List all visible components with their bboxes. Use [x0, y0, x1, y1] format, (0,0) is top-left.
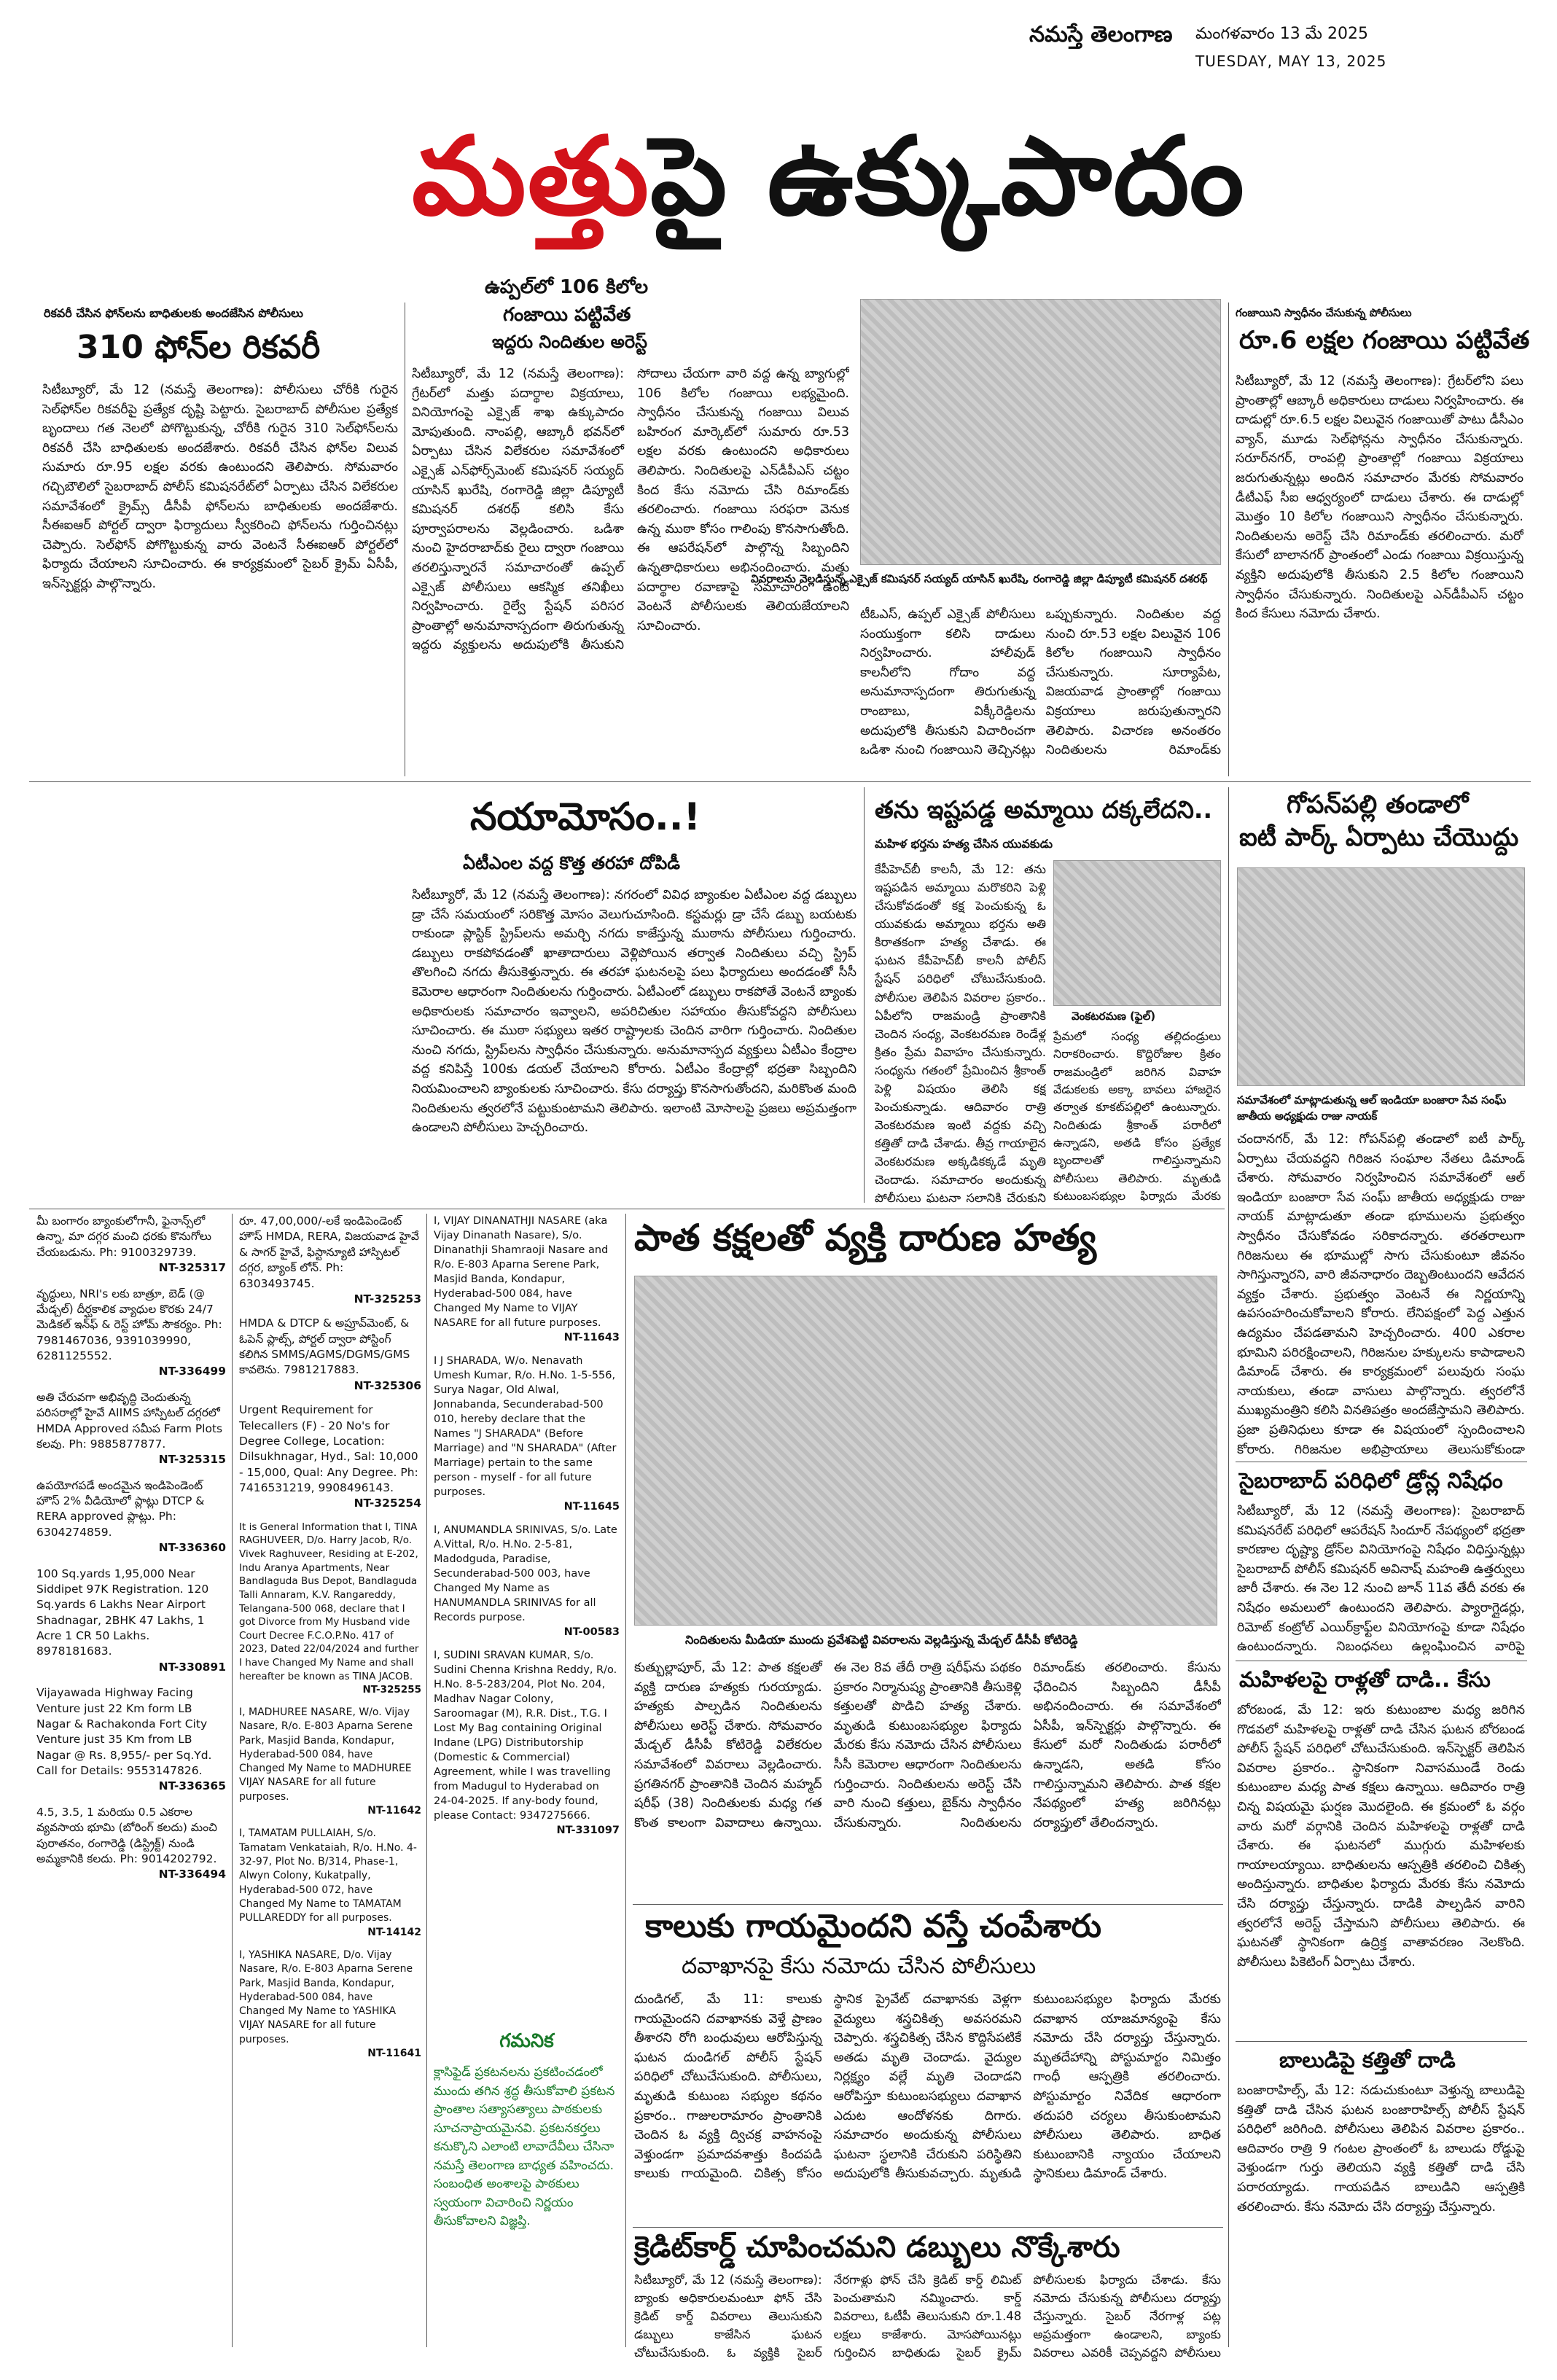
left-story-kicker: రికవరీ చేసిన ఫోన్‌లను బాధితులకు అందజేసిన… — [44, 306, 303, 320]
classified-item: I, SUDINI SRAVAN KUMAR, S/o. Sudini Chen… — [434, 1650, 620, 1836]
classifieds-mid: రూ. 47,00,000/-లకే ఇండిపెండెంట్ హౌస్ HMD… — [239, 1214, 421, 2347]
main-photo-caption: వివరాలను వెల్లడిస్తున్న ఎక్సైజ్ కమిషనర్ … — [751, 572, 1208, 585]
notice-box: గమనిక క్లాసిఫైడ్ ప్రకటనలను ప్రకటించడంలో … — [434, 2030, 620, 2344]
drone-body: సిటీబ్యూరో, మే 12 (నమస్తే తెలంగాణ): సైబర… — [1237, 1504, 1525, 1655]
classified-item: I, YASHIKA NASARE, D/o. Vijay Nasare, R/… — [239, 1948, 421, 2060]
main-story-body: సిటీబ్యూరో, మే 12 (నమస్తే తెలంగాణ): గ్రే… — [412, 367, 849, 653]
right-story-kicker: గంజాయిని స్వాధీనం చేసుకున్న పోలీసులు — [1236, 306, 1412, 319]
nayamosam-deck: ఏటీఎంల వద్ద కొత్త తరహా దోపిడీ — [463, 853, 681, 873]
hatya-body: కుత్బుల్లాపూర్, మే 12: పాత కక్షలతో వ్యక్… — [634, 1661, 1221, 1830]
classified-item: 100 Sq.yards 1,95,000 Near Siddipet 97K … — [36, 1566, 226, 1674]
newspaper-name: నమస్తే తెలంగాణ — [1029, 22, 1173, 47]
classified-item: I, TAMATAM PULLAIAH, S/o. Tamatam Venkat… — [239, 1827, 421, 1938]
kaluku-body: దుండిగల్, మే 11: కాలుకు గాయమైందని దవాఖాన… — [634, 1992, 1221, 2182]
ammayi-body-2: ప్రేమలో సంధ్య తల్లిదండ్రులు నిరాకరించారు… — [1053, 1029, 1221, 1203]
ammayi-headline: తను ఇష్టపడ్డ అమ్మాయి దక్కలేదని.. — [875, 795, 1212, 824]
ammayi-body: కేపీహెచ్‌బీ కాలనీ, మే 12: తను ఇష్టపడిన అ… — [875, 862, 1046, 1203]
hatya-photo-caption: నిందితులను మీడియా ముందు ప్రవేశపెట్టి వివ… — [685, 1633, 1078, 1647]
classified-item: అతి చేరువగా అభివృద్ధి చెందుతున్న పరిసరాల… — [36, 1390, 226, 1467]
baludu-headline: బాలుడిపై కత్తితో దాడి — [1279, 2048, 1456, 2072]
classified-item: I, VIJAY DINANATHJI NASARE (aka Vijay Di… — [434, 1215, 620, 1343]
hatya-photo — [634, 1276, 1217, 1626]
classified-item: Urgent Requirement for Telecallers (F) -… — [239, 1403, 421, 1510]
classified-item: I J SHARADA, W/o. Nenavath Umesh Kumar, … — [434, 1355, 620, 1513]
gopanpally-photo — [1237, 867, 1525, 1086]
main-story-photo — [860, 299, 1221, 565]
ammayi-photo — [1053, 860, 1221, 1006]
banner-part-black: పై ఉక్కుపాదం — [649, 114, 1246, 239]
notice-body: క్లాసిఫైడ్ ప్రకటనలను ప్రకటించడంలో ముందు … — [434, 2065, 615, 2228]
classified-item: I, ANUMANDLA SRINIVAS, S/o. Late A.Vitta… — [434, 1524, 620, 1638]
classified-item: Vijayawada Highway Facing Venture just 2… — [36, 1686, 226, 1793]
banner-headline: మత్తుపై ఉక్కుపాదం — [412, 122, 1246, 230]
main-deck-3: ఇద్దరు నిందితుల అరెస్ట్ — [492, 332, 647, 352]
main-story-body-2: టీఓఎస్, ఉప్పల్ ఎక్సైజ్ పోలీసులు సంయుక్తం… — [860, 607, 1221, 758]
main-deck-2: గంజాయి పట్టివేత — [503, 304, 631, 326]
hatya-headline: పాత కక్షలతో వ్యక్తి దారుణ హత్య — [634, 1217, 1096, 1259]
classifieds-left: మీ బంగారం బ్యాంకులోగానీ, ఫైనాన్స్‌లో ఉన్… — [36, 1214, 226, 2347]
ammayi-photo-caption: వెంకటరమణ (ఫైల్) — [1072, 1010, 1156, 1023]
gopanpally-headline-2: ఐటీ పార్క్ ఏర్పాటు చేయొద్దు — [1239, 823, 1519, 852]
credit-body: సిటీబ్యూరో, మే 12 (నమస్తే తెలంగాణ): బ్యా… — [634, 2273, 1221, 2360]
classified-item: 4.5, 3.5, 1 మరియు 0.5 ఎకరాల వ్యవసాయ భూమి… — [36, 1805, 226, 1881]
date-telugu: మంగళవారం 13 మే 2025 — [1195, 25, 1368, 43]
classified-item: మీ బంగారం బ్యాంకులోగానీ, ఫైనాన్స్‌లో ఉన్… — [36, 1214, 226, 1275]
main-deck-1: ఉప్పల్‌లో 106 కిలోల — [485, 276, 649, 298]
classified-item: I, MADHUREE NASARE, W/o. Vijay Nasare, R… — [239, 1706, 421, 1817]
classifieds-right: I, VIJAY DINANATHJI NASARE (aka Vijay Di… — [434, 1214, 620, 2019]
classified-item: ఉపయోగపడే అందమైన ఇండిపెండెంట్ హౌస్ 2% వీడ… — [36, 1478, 226, 1555]
nayamosam-headline: నయామోసం..! — [470, 795, 701, 839]
gopanpally-headline-1: గోపన్‌పల్లి తండాలో — [1287, 790, 1469, 819]
left-story-headline: 310 ఫోన్‌ల రికవరీ — [77, 329, 321, 366]
mahilalu-headline: మహిళలపై రాళ్లతో దాడి.. కేసు — [1239, 1667, 1491, 1692]
ammayi-kicker: మహిళ భర్తను హత్య చేసిన యువకుడు — [875, 837, 1053, 851]
baludu-body: బంజారాహిల్స్, మే 12: నడుచుకుంటూ వెళ్తున్… — [1237, 2083, 1525, 2215]
classified-item: HMDA & DTCP & అప్రూవ్‌మెంట్, & ఓపెన్ ప్ల… — [239, 1316, 421, 1392]
gopanpally-body: చందానగర్, మే 12: గోపన్‌పల్లి తండాలో ఐటీ … — [1237, 1132, 1525, 1457]
kaluku-headline: కాలుకు గాయమైందని వస్తే చంపేశారు — [645, 1908, 1101, 1945]
classified-item: It is General Information that I, TINA R… — [239, 1521, 421, 1696]
credit-headline: క్రెడిట్‌కార్డ్ చూపించమని డబ్బులు నొక్కే… — [634, 2231, 1120, 2264]
classified-item: రూ. 47,00,000/-లకే ఇండిపెండెంట్ హౌస్ HMD… — [239, 1214, 421, 1306]
right-story-headline: రూ.6 లక్షల గంజాయి పట్టివేత — [1239, 326, 1530, 355]
gopanpally-kicker: సమావేశంలో మాట్లాడుతున్న ఆల్ ఇండియా బంజార… — [1237, 1093, 1507, 1123]
right-story-body: సిటీబ్యూరో, మే 12 (నమస్తే తెలంగాణ): గ్రే… — [1236, 374, 1523, 622]
classified-item: వృద్ధులు, NRI's లకు బాత్రూ, బెడ్ (@ మేడ్… — [36, 1287, 226, 1378]
date-english: TUESDAY, MAY 13, 2025 — [1195, 52, 1387, 70]
drone-headline: సైబరాబాద్ పరిధిలో డ్రోన్ల నిషేధం — [1239, 1468, 1503, 1493]
kaluku-deck: దవాఖానపై కేసు నమోదు చేసిన పోలీసులు — [682, 1954, 1037, 1979]
nayamosam-body: సిటీబ్యూరో, మే 12 (నమస్తే తెలంగాణ): నగరం… — [412, 888, 856, 1136]
notice-title: గమనిక — [499, 2030, 554, 2052]
banner-part-red: మత్తు — [412, 114, 650, 239]
left-story-body: సిటీబ్యూరో, మే 12 (నమస్తే తెలంగాణ): పోలీ… — [42, 383, 398, 591]
mahilalu-body: బోరబండ, మే 12: ఇరు కుటుంబాల మధ్య జరిగిన … — [1237, 1703, 1525, 1970]
